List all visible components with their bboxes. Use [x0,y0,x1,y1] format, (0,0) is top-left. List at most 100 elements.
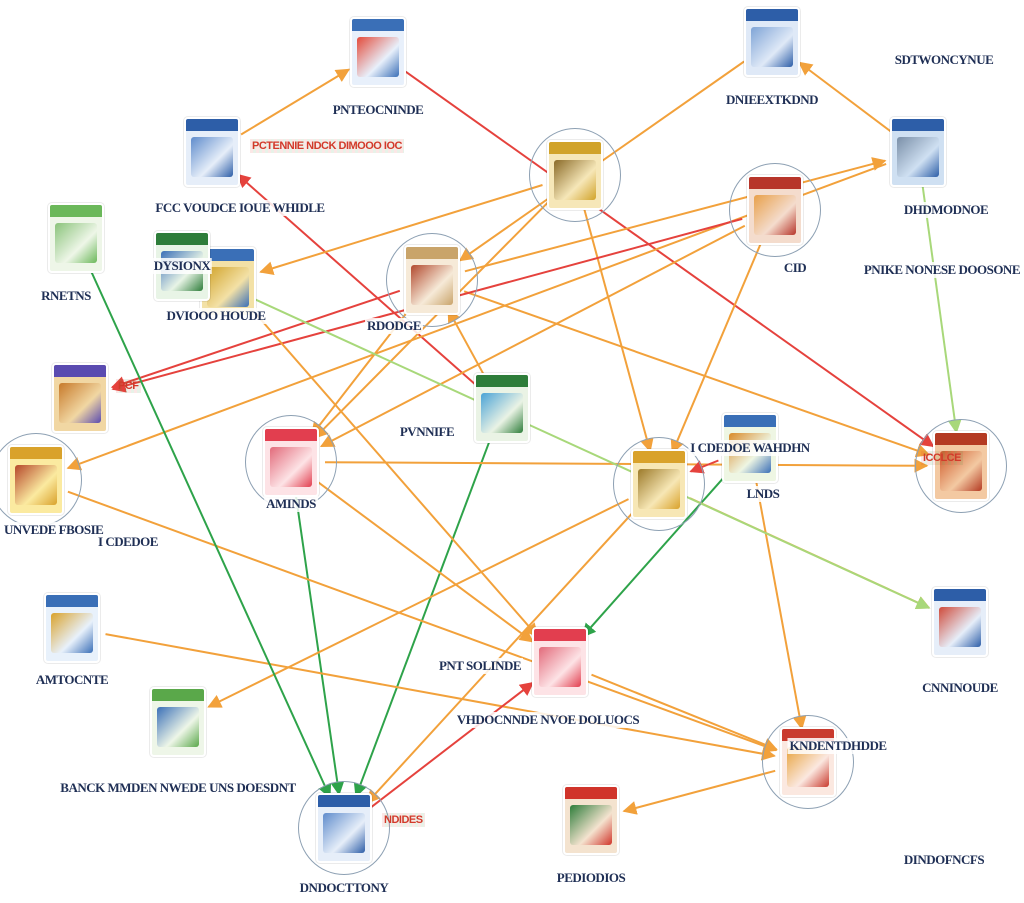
node-icon-header [724,415,776,427]
edge-n13-n22 [366,508,637,804]
diagram-node[interactable] [613,437,705,531]
node-icon [8,445,64,515]
node-icon [44,593,100,663]
edge-n11-n22 [353,439,491,798]
node-icon-graphic [323,813,365,854]
node-icon-header [892,119,944,131]
edge-n18-n21 [591,673,778,752]
diagram-node[interactable] [890,117,946,187]
node-icon [52,363,108,433]
floating-label: I CDEDOE [96,534,160,550]
edge-n7-n2 [798,61,892,133]
edge-n1-n15 [405,70,935,448]
node-icon-header [476,375,528,387]
edge-n16-n21 [67,490,778,753]
diagram-node[interactable] [245,415,337,509]
node-icon-header [782,729,834,741]
diagram-node[interactable] [386,233,478,327]
node-icon-header [156,233,208,245]
node-icon-graphic [411,265,453,306]
edge-n21-n23 [622,769,776,815]
diagram-node[interactable] [0,433,82,527]
edge-n24-n17 [212,279,931,610]
node-label: PEDIODIOS [554,870,628,886]
diagram-node[interactable] [563,785,619,855]
node-icon-header [186,119,238,131]
node-icon-graphic [55,223,97,264]
edge-n8-n13 [582,207,654,453]
diagram-node[interactable] [744,7,800,77]
node-icon-header [534,629,586,641]
node-icon-graphic [15,465,57,506]
node-icon-graphic [940,451,982,492]
node-label: LNDS [744,486,782,502]
edge-n11-n6 [447,308,487,379]
diagram-node[interactable] [932,587,988,657]
edge-n5-n18 [249,306,539,638]
node-label: I CDEDOE WAHDHN [688,440,812,456]
node-label: CNNINOUDE [920,680,1000,696]
edge-n14-n21 [755,481,807,730]
node-icon-header [10,447,62,459]
diagram-node[interactable] [915,419,1007,513]
node-label: DNDOCTTONY [297,880,391,896]
edge-n6-n7 [464,157,887,273]
node-icon-header [746,9,798,21]
node-icon-graphic [51,613,93,654]
diagram-node[interactable] [350,17,406,87]
node-icon-header [50,205,102,217]
node-icon-header [935,433,987,445]
edge-n3-n1 [240,68,351,136]
node-label: DHDMODNOE [901,202,991,218]
diagram-node[interactable] [184,117,240,187]
node-icon [474,373,530,443]
node-label: AMINDS [264,496,318,512]
node-tag: ICCLCE [921,451,963,465]
node-icon [890,117,946,187]
node-label: DVIOOO HOUDE [164,308,268,324]
diagram-node[interactable] [729,163,821,257]
edge-n7-n15 [921,185,962,434]
node-icon-graphic [157,707,199,748]
diagram-node[interactable] [532,627,588,697]
node-icon-graphic [638,469,680,510]
node-icon-header [565,787,617,799]
node-icon-header [549,142,601,154]
node-icon [744,7,800,77]
diagram-node[interactable] [529,128,621,222]
node-icon [932,587,988,657]
node-icon-graphic [897,137,939,178]
diagram-node[interactable] [52,363,108,433]
node-icon-graphic [481,393,523,434]
node-icon [563,785,619,855]
diagram-node[interactable] [474,373,530,443]
node-label: RDODGE [364,318,424,334]
node-icon [150,687,206,757]
node-label: PVNNIFE [397,424,457,440]
node-icon-graphic [59,383,101,424]
node-icon [933,431,989,501]
edge-n12-n18 [317,481,534,643]
node-tag: NDIDES [382,813,425,827]
node-icon-header [54,365,106,377]
floating-label: PNIKE NONESE DOOSONE [861,262,1022,278]
node-icon [532,627,588,697]
edge-n9-n13 [670,240,763,454]
node-icon [316,793,372,863]
edge-n19-n21 [105,633,776,761]
node-icon-header [633,451,685,463]
diagram-node[interactable] [298,781,390,875]
diagram-node[interactable] [48,203,104,273]
diagram-node[interactable] [44,593,100,663]
node-icon-graphic [754,195,796,236]
node-icon [263,427,319,497]
node-label: PNT SOLINDE [436,658,524,674]
node-icon-header [318,795,370,807]
diagram-node[interactable] [150,687,206,757]
edge-n13-n20 [207,498,629,708]
node-label: CID [781,260,809,276]
node-icon-header [265,429,317,441]
node-label: BANCK MMDEN NWEDE UNS DOESDNT [58,780,298,796]
